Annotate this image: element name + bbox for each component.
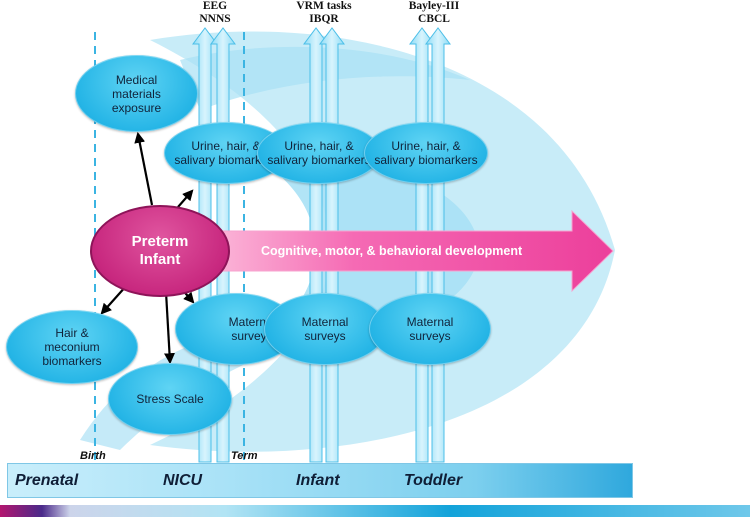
timeline-infant: Infant	[296, 472, 340, 489]
measure-bayley-iii: Bayley-III	[408, 0, 460, 12]
medical-materials-node: Medical materials exposure	[75, 55, 198, 132]
biomarkers-toddler-node: Urine, hair, & salivary biomarkers	[364, 122, 488, 184]
timeline-prenatal: Prenatal	[15, 472, 79, 489]
timeline-toddler: Toddler	[404, 472, 463, 489]
measure-vrm-tasks: VRM tasks	[296, 0, 352, 12]
maternal-surveys-infant-node: Maternal surveys	[264, 293, 386, 365]
timeline-nicu: NICU	[163, 472, 203, 489]
development-label: Cognitive, motor, & behavioral developme…	[261, 244, 523, 258]
measure-ibqr: IBQR	[309, 13, 339, 25]
measure-cbcl: CBCL	[418, 13, 450, 25]
background-sweep-top	[180, 46, 470, 110]
nicu-measures: EEG NNNS	[155, 0, 275, 26]
birth-label: Birth	[80, 450, 106, 462]
arrow-to-biomarkers	[177, 189, 194, 208]
timeline-bar	[7, 463, 633, 498]
infant-measures: VRM tasks IBQR	[264, 0, 384, 26]
bottom-decorative-stripe	[0, 505, 750, 517]
term-label: Term	[231, 450, 258, 462]
measure-nnns: NNNS	[199, 13, 231, 25]
bottom-stripe-accent	[0, 505, 70, 517]
development-arrow	[214, 209, 614, 293]
maternal-surveys-toddler-node: Maternal surveys	[369, 293, 491, 365]
biomarkers-infant-node: Urine, hair, & salivary biomarkers	[257, 122, 381, 184]
arrow-to-medical-materials	[134, 131, 154, 206]
stress-scale-node: Stress Scale	[108, 363, 232, 435]
measure-eeg: EEG	[202, 0, 228, 12]
arrow-to-stress-scale	[164, 291, 175, 365]
preterm-infant-node: Preterm Infant	[90, 205, 230, 297]
hair-meconium-node: Hair & meconium biomarkers	[6, 310, 138, 384]
toddler-measures: Bayley-III CBCL	[374, 0, 494, 26]
